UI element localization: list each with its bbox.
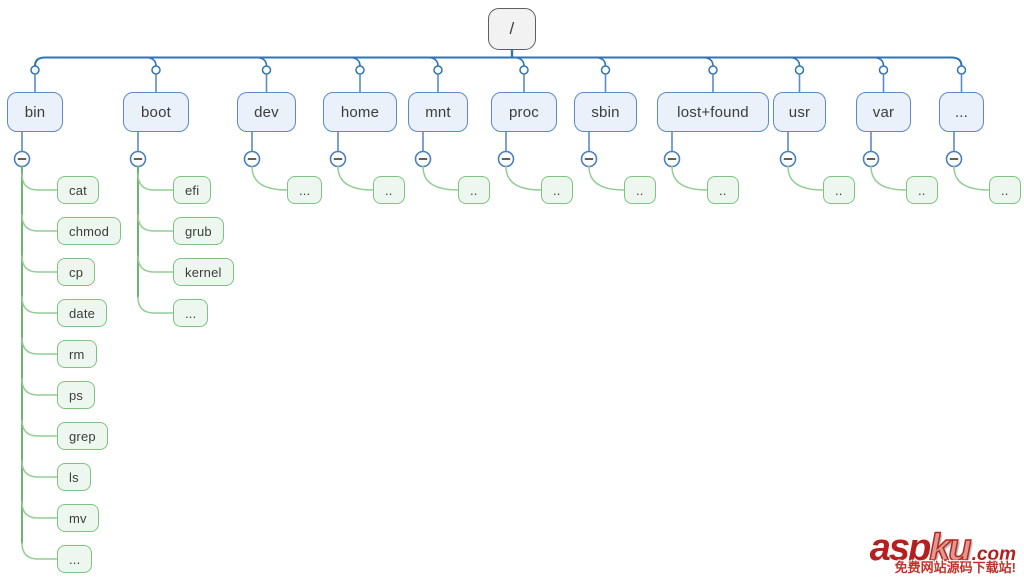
tree-node-usr[interactable]: usr xyxy=(773,92,826,132)
tree-node-var[interactable]: var xyxy=(856,92,911,132)
tree-node-dev[interactable]: dev xyxy=(237,92,296,132)
tree-node-bin-child-chmod[interactable]: chmod xyxy=(57,217,122,245)
bus-hook-connector xyxy=(512,56,525,67)
tree-node-bin-child-ps[interactable]: ps xyxy=(57,381,96,409)
bus-hook-connector xyxy=(871,56,885,67)
bus-hook-connector xyxy=(144,56,157,67)
collapse-button-usr[interactable] xyxy=(779,150,797,168)
bus-hook-connector xyxy=(426,56,439,67)
branch-point xyxy=(794,65,805,75)
child-branch-connector xyxy=(422,165,459,191)
branch-point xyxy=(708,65,718,75)
child-branch-connector xyxy=(137,173,174,191)
collapse-button-home[interactable] xyxy=(329,150,347,168)
branch-point xyxy=(519,65,529,75)
tree-node-more-child-more[interactable]: .. xyxy=(989,176,1021,204)
root-bus-connector xyxy=(34,56,963,67)
watermark-brand-com: .com xyxy=(971,544,1016,565)
branch-point xyxy=(261,65,272,75)
root-node[interactable]: / xyxy=(488,8,536,50)
tree-node-mnt-child-more[interactable]: .. xyxy=(458,176,490,204)
child-branch-connector xyxy=(137,214,174,232)
child-branch-connector xyxy=(671,165,708,191)
tree-node-bin-child-ls[interactable]: ls xyxy=(57,463,91,491)
tree-node-sbin-child-more[interactable]: .. xyxy=(624,176,656,204)
tree-node-proc-child-more[interactable]: .. xyxy=(541,176,573,204)
bus-hook-connector xyxy=(701,56,714,67)
collapse-button-more[interactable] xyxy=(945,150,963,168)
child-branch-connector xyxy=(21,419,58,437)
child-branch-connector xyxy=(21,173,58,191)
child-branch-connector xyxy=(21,214,58,232)
bus-hook-connector xyxy=(254,56,268,67)
branch-point xyxy=(600,65,611,75)
child-branch-connector xyxy=(21,296,58,314)
collapse-button-proc[interactable] xyxy=(497,150,515,168)
branch-point xyxy=(30,65,40,75)
branch-point xyxy=(151,65,161,75)
tree-node-boot[interactable]: boot xyxy=(123,92,189,132)
branch-point xyxy=(355,65,365,75)
tree-node-bin[interactable]: bin xyxy=(7,92,63,132)
child-branch-connector xyxy=(21,542,58,560)
tree-node-home[interactable]: home xyxy=(323,92,397,132)
bus-hook-connector xyxy=(348,56,361,67)
tree-node-boot-child-kernel[interactable]: kernel xyxy=(173,258,234,286)
collapse-button-var[interactable] xyxy=(862,150,880,168)
tree-node-boot-child-more[interactable]: ... xyxy=(173,299,209,327)
child-branch-connector xyxy=(21,255,58,273)
branch-point xyxy=(956,65,967,75)
collapse-button-sbin[interactable] xyxy=(580,150,598,168)
child-branch-connector xyxy=(137,255,174,273)
tree-node-bin-child-more[interactable]: ... xyxy=(57,545,93,573)
collapse-button-lost+found[interactable] xyxy=(663,150,681,168)
child-branch-connector xyxy=(505,165,542,191)
tree-node-boot-child-efi[interactable]: efi xyxy=(173,176,212,204)
tree-node-bin-child-cp[interactable]: cp xyxy=(57,258,96,286)
watermark-brand-asp: asp xyxy=(869,527,932,569)
child-branch-connector xyxy=(953,165,990,191)
tree-node-proc[interactable]: proc xyxy=(491,92,557,132)
tree-node-boot-child-grub[interactable]: grub xyxy=(173,217,224,245)
child-branch-connector xyxy=(21,501,58,519)
collapse-button-bin[interactable] xyxy=(13,150,31,168)
child-branch-connector xyxy=(337,165,374,191)
tree-node-dev-child-more[interactable]: ... xyxy=(287,176,323,204)
tree-node-bin-child-cat[interactable]: cat xyxy=(57,176,99,204)
child-branch-connector xyxy=(588,165,625,191)
tree-node-lost+found-child-more[interactable]: .. xyxy=(707,176,739,204)
collapse-button-dev[interactable] xyxy=(243,150,261,168)
tree-node-more[interactable]: ... xyxy=(939,92,984,132)
child-branch-connector xyxy=(21,337,58,355)
tree-node-bin-child-grep[interactable]: grep xyxy=(57,422,108,450)
watermark-tagline: 免费网站源码下载站! xyxy=(894,560,1016,575)
child-branch-connector xyxy=(251,165,288,191)
bus-hook-connector xyxy=(787,56,801,67)
child-branch-connector xyxy=(21,378,58,396)
tree-node-usr-child-more[interactable]: .. xyxy=(823,176,855,204)
tree-node-home-child-more[interactable]: .. xyxy=(373,176,405,204)
branch-point xyxy=(433,65,443,75)
tree-node-mnt[interactable]: mnt xyxy=(408,92,468,132)
tree-node-bin-child-rm[interactable]: rm xyxy=(57,340,97,368)
branch-point xyxy=(878,65,889,75)
bus-hook-connector xyxy=(593,56,607,67)
child-branch-connector xyxy=(137,296,174,314)
watermark-logo: asp ku .com 免费网站源码下载站! xyxy=(869,527,1016,575)
child-branch-connector xyxy=(870,165,907,191)
tree-node-var-child-more[interactable]: .. xyxy=(906,176,938,204)
collapse-button-mnt[interactable] xyxy=(414,150,432,168)
tree-node-lost+found[interactable]: lost+found xyxy=(657,92,769,132)
watermark-brand-ku: ku xyxy=(929,527,973,569)
child-branch-connector xyxy=(787,165,824,191)
tree-node-bin-child-date[interactable]: date xyxy=(57,299,108,327)
tree-node-sbin[interactable]: sbin xyxy=(574,92,637,132)
tree-node-bin-child-mv[interactable]: mv xyxy=(57,504,99,532)
watermark-brand: asp ku .com xyxy=(869,527,1016,569)
collapse-button-boot[interactable] xyxy=(129,150,147,168)
child-branch-connector xyxy=(21,460,58,478)
